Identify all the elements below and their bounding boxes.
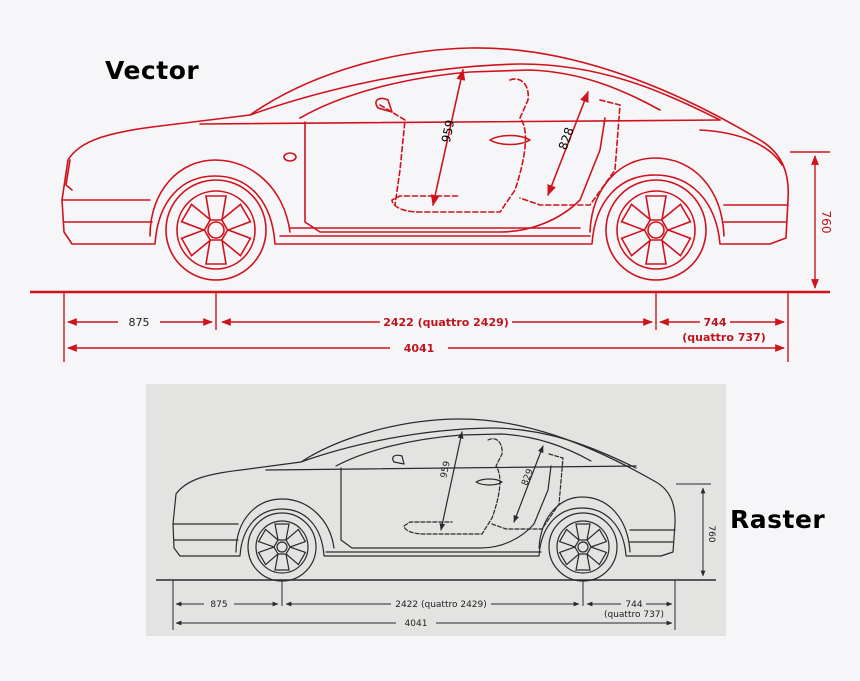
vector-heading: Vector xyxy=(105,56,200,85)
front-wheel xyxy=(165,179,267,281)
seat-rear-dimension-line xyxy=(547,90,589,197)
vector-height-label: 760 xyxy=(819,211,833,234)
vector-car-drawing: 760 959 828 875 2422 (quattro 2429) 744 … xyxy=(30,47,833,362)
door-outline xyxy=(304,117,606,233)
vector-wheelbase-label: 2422 (quattro 2429) xyxy=(383,316,509,329)
raster-heading: Raster xyxy=(730,505,826,534)
vector-length-label: 4041 xyxy=(404,342,435,355)
seat-front-dimension-line xyxy=(430,68,466,207)
raster-rear-overhang-quattro-label: (quattro 737) xyxy=(604,610,664,620)
vector-front-overhang-label: 875 xyxy=(129,316,150,329)
raster-rear-overhang-label: 744 xyxy=(625,600,642,610)
raster-panel xyxy=(146,384,726,636)
vector-seat-rear-label: 828 xyxy=(556,125,577,151)
raster-length-label: 4041 xyxy=(405,619,428,629)
raster-car-drawing: 760 959 829 875 2422 (quattro 2429) 744 … xyxy=(156,418,716,630)
door-handle xyxy=(489,134,531,146)
rear-wheel xyxy=(605,179,707,281)
raster-wheelbase-label: 2422 (quattro 2429) xyxy=(395,600,487,610)
vector-rear-overhang-quattro-label: (quattro 737) xyxy=(682,331,765,344)
vector-rear-overhang-label: 744 xyxy=(704,316,727,329)
raster-seat-rear-label: 829 xyxy=(520,467,535,487)
vector-seat-front-label: 959 xyxy=(439,119,457,144)
raster-height-label: 760 xyxy=(706,525,716,542)
raster-front-overhang-label: 875 xyxy=(210,600,227,610)
car-body-outline xyxy=(61,47,790,245)
raster-seat-front-label: 959 xyxy=(439,460,452,479)
